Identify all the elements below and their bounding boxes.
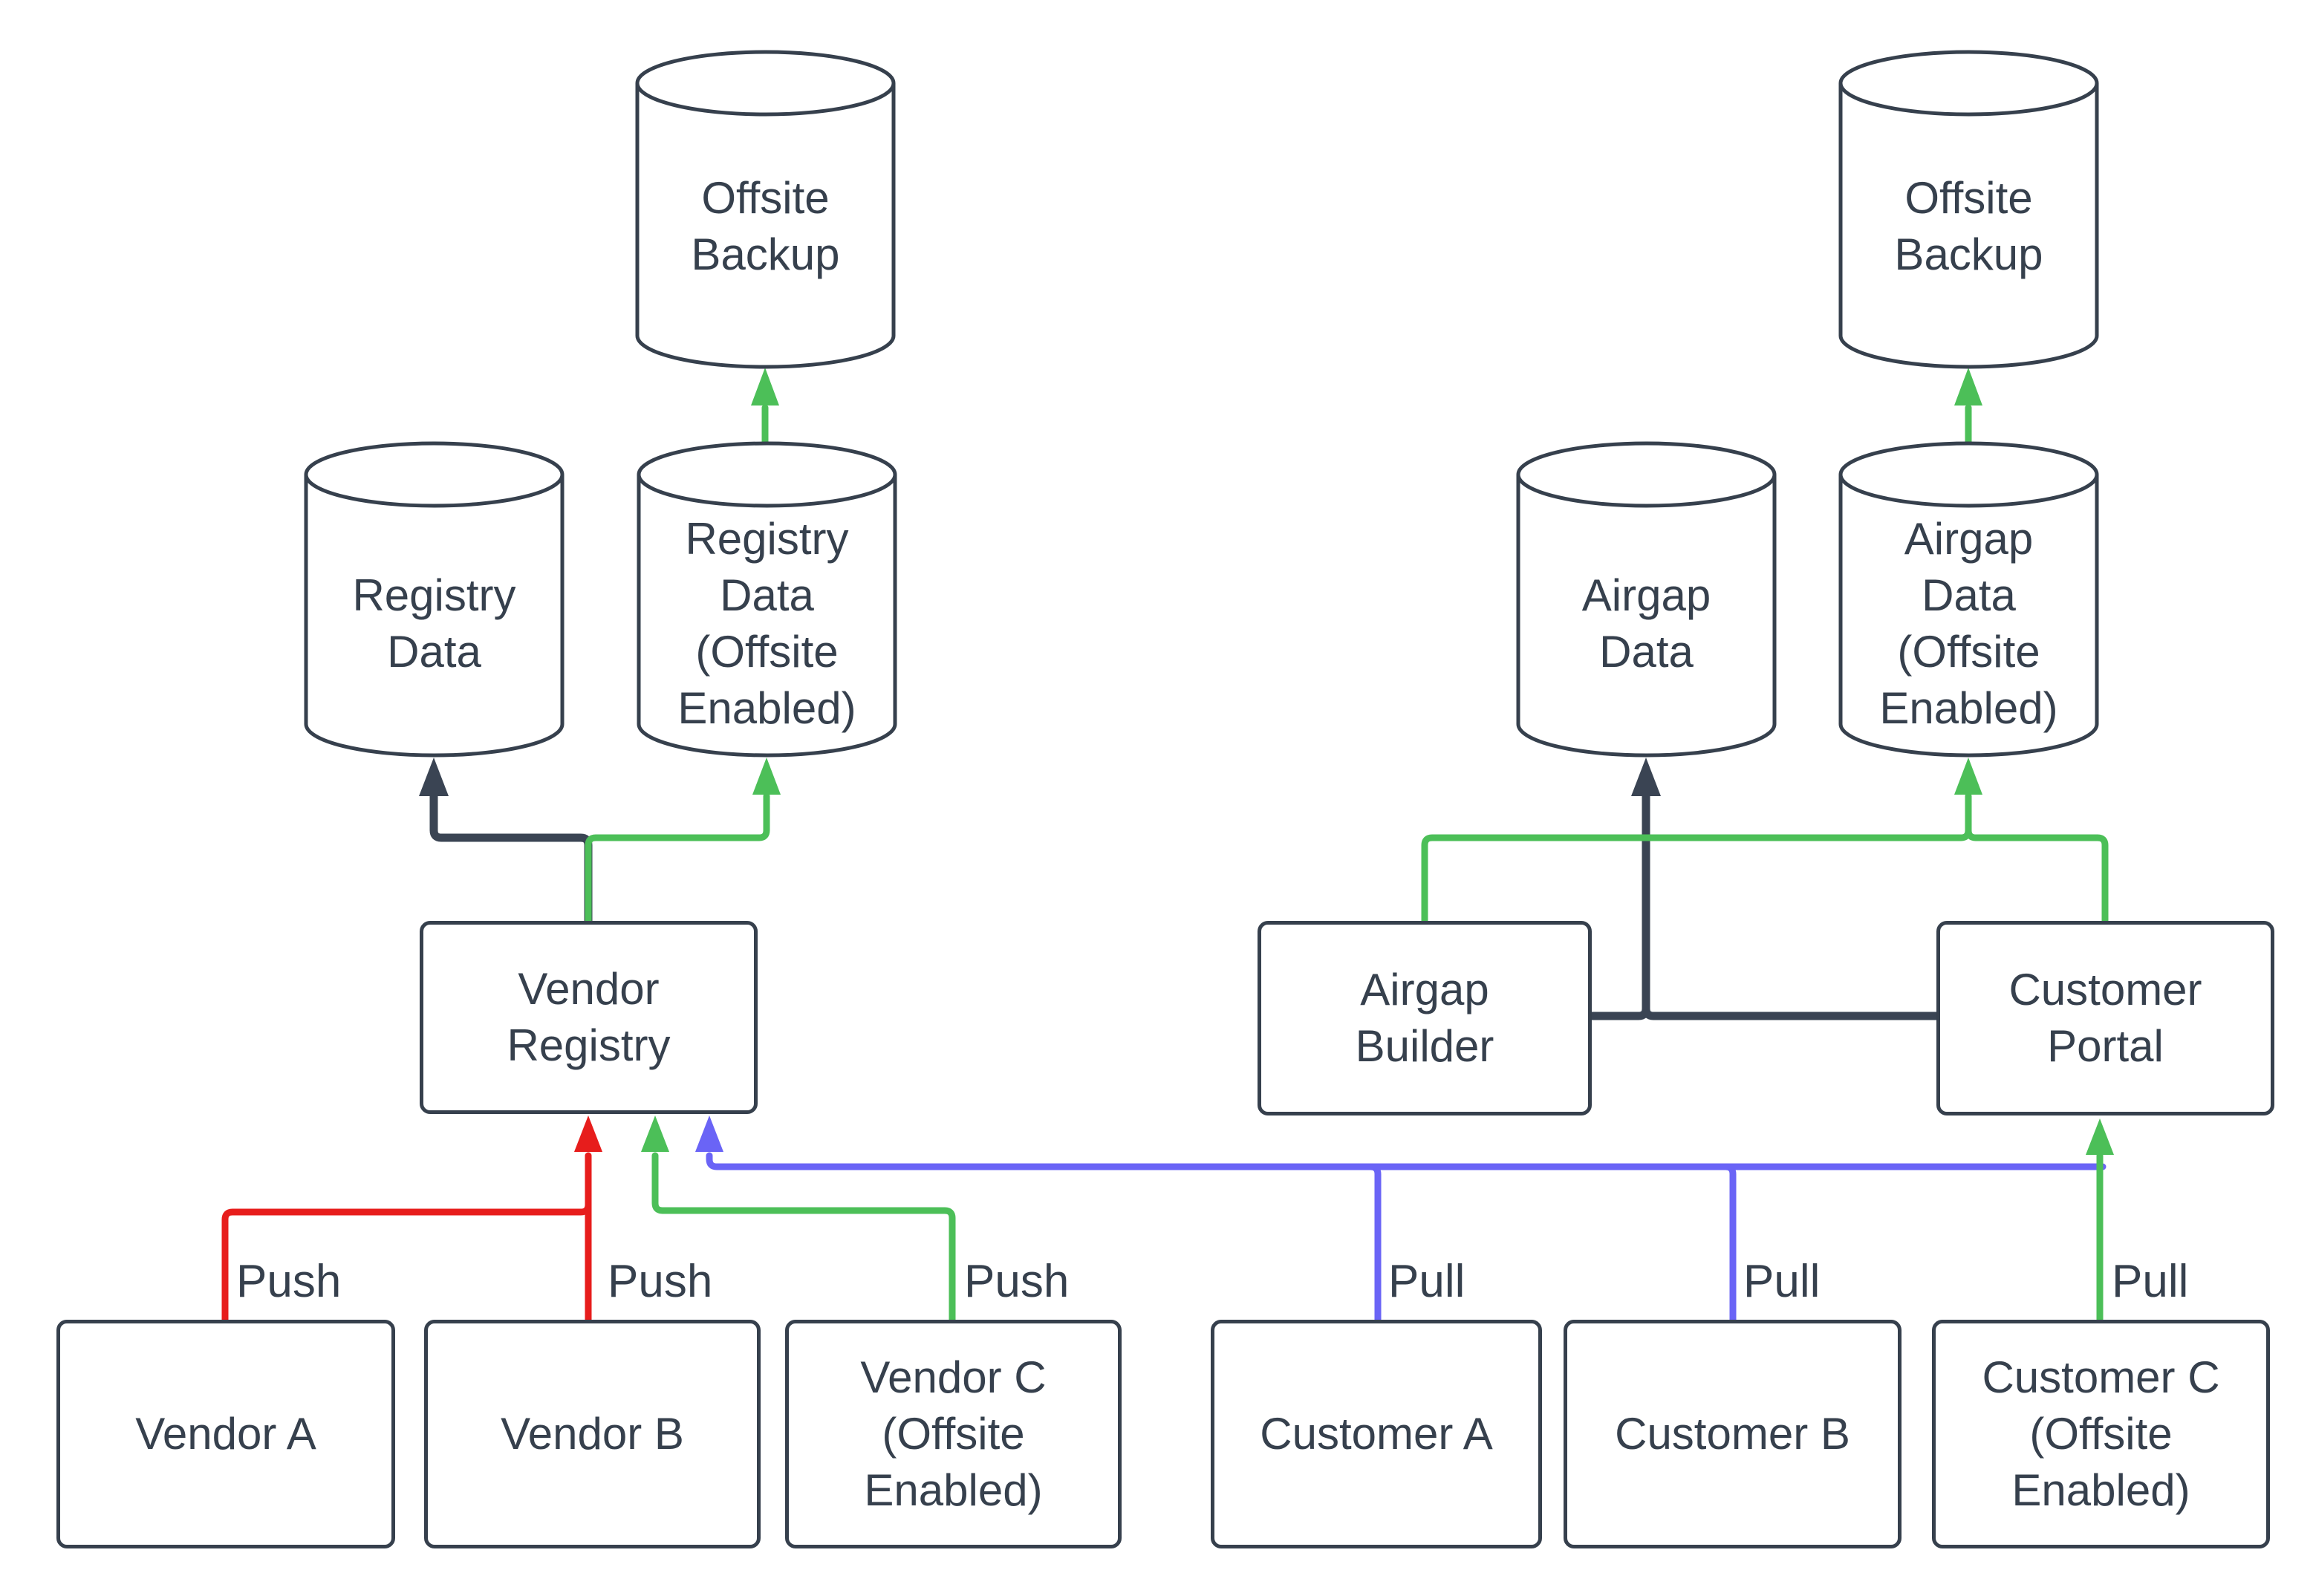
edge-vendor-a-b-push-to-vendor-registry (221, 1115, 602, 1323)
arrowhead-up-icon (751, 368, 779, 405)
arrowhead-up-icon (574, 1115, 602, 1152)
node-airgap-builder: Airgap Builder (1258, 921, 1592, 1115)
label-airgap-data: Airgap Data (1581, 570, 1711, 677)
node-customer-c: Customer C (Offsite Enabled) (1932, 1320, 2270, 1548)
arrowhead-up-icon (1954, 368, 1982, 405)
node-vendor-b: Vendor B (424, 1320, 761, 1548)
arrowhead-up-icon (641, 1115, 669, 1152)
arrowhead-up-icon (1631, 758, 1661, 796)
edge-registry-data-offsite-to-offsite-backup (751, 368, 779, 447)
edge-label-push-vendor-a: Push (236, 1256, 342, 1307)
arrowhead-up-icon (2086, 1118, 2114, 1155)
edge-vendor-c-push-to-vendor-registry (641, 1115, 956, 1323)
cylinder-offsite-backup-right (1838, 50, 2099, 369)
edge-airgap-data-offsite-to-offsite-backup (1954, 368, 1982, 447)
arrowhead-up-icon (419, 758, 449, 796)
arrowhead-up-icon (1954, 758, 1982, 795)
edge-vendor-registry-to-registry-data-offsite (585, 758, 781, 925)
cylinder-registry-data (304, 441, 565, 758)
label-registry-data-offsite: Registry Data (Offsite Enabled) (677, 513, 856, 733)
edge-airgap-builder-to-airgap-data (1587, 758, 1941, 1020)
node-vendor-registry: Vendor Registry (420, 921, 758, 1114)
arrowhead-up-icon (695, 1115, 723, 1152)
edge-label-pull-customer-b: Pull (1743, 1256, 1821, 1307)
arrowhead-up-icon (752, 758, 781, 795)
node-customer-b: Customer B (1564, 1320, 1902, 1548)
label-registry-data: Registry Data (352, 570, 516, 677)
label-offsite-backup-right: Offsite Backup (1894, 173, 2043, 279)
cylinder-airgap-data-offsite (1838, 441, 2099, 758)
edge-customer-c-pull-to-customer-portal (2086, 1118, 2114, 1323)
edge-customers-pull-to-vendor-registry (695, 1115, 2107, 1323)
node-vendor-a: Vendor A (56, 1320, 395, 1548)
label-airgap-data-offsite: Airgap Data (Offsite Enabled) (1879, 513, 2058, 733)
edge-vendor-registry-to-registry-data (419, 758, 593, 925)
edge-label-push-vendor-b: Push (608, 1256, 713, 1307)
node-customer-a: Customer A (1211, 1320, 1542, 1548)
node-customer-portal: Customer Portal (1936, 921, 2274, 1115)
node-vendor-c: Vendor C (Offsite Enabled) (785, 1320, 1122, 1548)
edge-label-pull-customer-c: Pull (2112, 1256, 2189, 1307)
edge-label-push-vendor-c: Push (964, 1256, 1070, 1307)
cylinder-offsite-backup-left (635, 50, 896, 369)
cylinder-airgap-data (1516, 441, 1777, 758)
cylinder-registry-data-offsite (637, 441, 897, 758)
edge-airgap-builder-to-airgap-data-offsite (1421, 758, 2109, 925)
edge-label-pull-customer-a: Pull (1388, 1256, 1465, 1307)
label-offsite-backup-left: Offsite Backup (691, 173, 840, 279)
